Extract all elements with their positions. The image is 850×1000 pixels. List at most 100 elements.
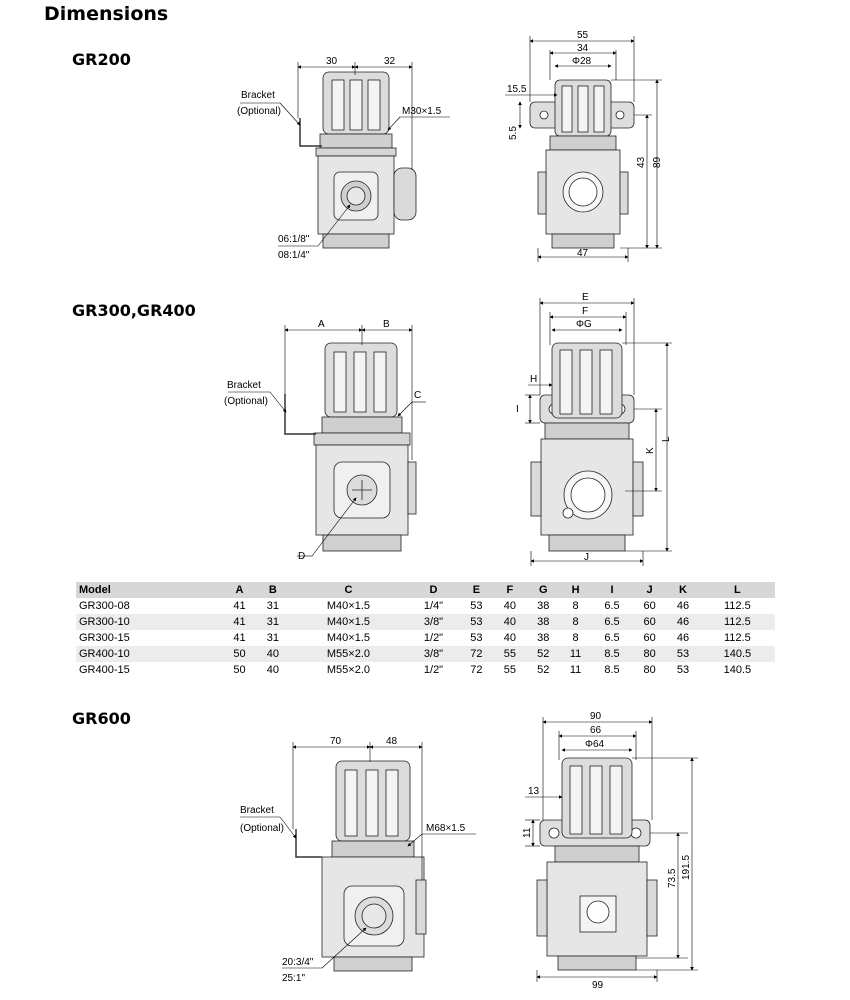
table-cell: 72: [459, 646, 494, 662]
gr300-label-I: I: [516, 404, 519, 415]
table-cell: 41: [233, 632, 246, 644]
section-heading-gr300-gr400: GR300,GR400: [72, 301, 196, 320]
gr300-side-dims: [228, 325, 426, 557]
table-header-row: Model A B C D E F G H I J K L: [76, 582, 775, 598]
col-header-d: D: [407, 582, 460, 598]
table-cell: 41: [222, 614, 257, 630]
gr200-dim-15-5: 15.5: [507, 84, 527, 95]
gr600-thread-label: M68×1.5: [426, 823, 466, 834]
gr200-front-dims: [505, 36, 662, 262]
gr600-bracket-label: Bracket: [240, 805, 274, 816]
col-header-j: J: [632, 582, 667, 598]
gr300-label-L: L: [661, 436, 672, 442]
gr600-dim-phi64: Φ64: [585, 739, 605, 750]
col-header-c: C: [289, 582, 408, 598]
table-cell: 50: [233, 664, 246, 676]
table-cell: 40: [493, 614, 527, 630]
table-row: GR300-08 41 31 M40×1.5 1/4" 53 40 38 8 6…: [76, 598, 775, 614]
table-cell: 80: [632, 646, 667, 662]
table-cell: 3/8": [407, 614, 460, 630]
gr200-bracket-label: Bracket: [241, 90, 275, 101]
table-cell: GR400-15: [79, 664, 130, 676]
table-cell: 112.5: [724, 600, 751, 612]
gr600-dim-99: 99: [592, 980, 604, 991]
gr200-dim-43: 43: [636, 156, 647, 168]
table-cell: 53: [676, 664, 690, 676]
table-cell: 80: [643, 664, 656, 676]
table-cell: 53: [459, 614, 494, 630]
table-row: GR400-10 50 40 M55×2.0 3/8" 72 55 52 11 …: [76, 646, 775, 662]
table-cell: 6.5: [604, 600, 620, 612]
table-cell: 46: [676, 600, 690, 612]
table-cell: 8: [572, 600, 579, 612]
table-cell: M55×2.0: [326, 664, 370, 676]
gr600-port-label-1: 20:3/4": [282, 957, 314, 968]
table-cell: 8: [559, 614, 592, 630]
gr600-dim-191-5: 191.5: [681, 855, 692, 880]
gr300-label-D: D: [298, 551, 305, 562]
col-header-h: H: [559, 582, 592, 598]
table-cell: 31: [266, 632, 279, 644]
gr300-front-dims: [525, 298, 672, 566]
table-cell: 55: [503, 664, 516, 676]
table-cell: 140.5: [723, 664, 752, 676]
gr600-optional-label: (Optional): [240, 823, 284, 834]
table-cell: 60: [632, 614, 667, 630]
table-cell: 112.5: [724, 632, 751, 644]
gr200-dim-89: 89: [652, 156, 663, 168]
table-cell: M55×2.0: [289, 646, 408, 662]
table-cell: 53: [470, 632, 483, 644]
gr600-dim-90: 90: [590, 711, 602, 722]
gr200-port-label-2: 08:1/4": [278, 250, 310, 261]
gr200-front-view: [529, 79, 635, 249]
gr300-bracket-label: Bracket: [227, 380, 261, 391]
table-cell: 8.5: [591, 646, 633, 662]
col-header-g: G: [526, 582, 560, 598]
table-cell: 112.5: [699, 614, 775, 630]
table-cell: 1/4": [423, 600, 444, 612]
table-cell: GR300-10: [76, 614, 223, 630]
gr600-dim-48: 48: [386, 736, 398, 747]
gr300-label-E: E: [582, 292, 589, 303]
table-cell: 6.5: [591, 614, 633, 630]
table-cell: 52: [537, 664, 550, 676]
table-cell: 60: [643, 600, 656, 612]
section-heading-gr600: GR600: [72, 709, 131, 728]
col-header-b: B: [256, 582, 290, 598]
table-cell: 11: [559, 646, 592, 662]
gr300-label-G: ΦG: [576, 319, 592, 330]
table-cell: 8.5: [604, 664, 620, 676]
gr600-front-view: [536, 757, 658, 971]
gr200-port-label-1: 06:1/8": [278, 234, 310, 245]
gr600-port-label-2: 25:1": [282, 973, 305, 984]
table-cell: 1/2": [423, 664, 444, 676]
col-header-model: Model: [76, 582, 223, 598]
col-header-a: A: [222, 582, 257, 598]
table-cell: 60: [643, 632, 656, 644]
gr300-label-K: K: [645, 447, 656, 454]
table-cell: 140.5: [699, 646, 775, 662]
table-cell: GR300-15: [79, 632, 130, 644]
table-row: GR400-15 50 40 M55×2.0 1/2" 72 55 52 11 …: [76, 662, 775, 678]
gr600-side-dims: [240, 742, 476, 969]
table-cell: 6.5: [604, 632, 620, 644]
table-cell: 3/8": [407, 646, 460, 662]
table-cell: 40: [503, 632, 516, 644]
gr600-side-view: [295, 760, 427, 972]
gr300-optional-label: (Optional): [224, 396, 268, 407]
gr200-thread-label: M30×1.5: [402, 106, 442, 117]
table-cell: 40: [256, 646, 290, 662]
table-cell: 38: [526, 614, 560, 630]
table-cell: 52: [526, 646, 560, 662]
table-cell: 38: [537, 632, 550, 644]
gr200-dim-34: 34: [577, 43, 589, 54]
table-cell: 41: [233, 600, 246, 612]
table-row: GR300-15 41 31 M40×1.5 1/2" 53 40 38 8 6…: [76, 630, 775, 646]
gr600-dim-11: 11: [522, 827, 533, 838]
gr300-label-A: A: [318, 319, 325, 330]
col-header-k: K: [666, 582, 700, 598]
gr300-label-B: B: [383, 319, 390, 330]
table-cell: M40×1.5: [289, 614, 408, 630]
table-cell: 8: [572, 632, 579, 644]
